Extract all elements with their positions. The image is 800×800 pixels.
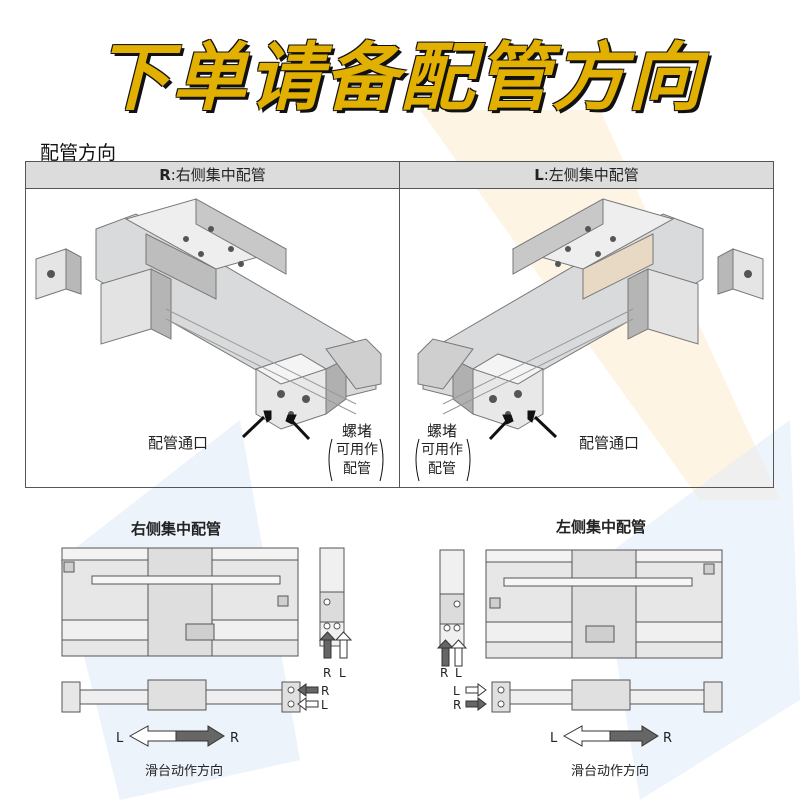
plug-note-left: 螺堵 可用作 配管	[414, 422, 470, 479]
direction-table: R:右侧集中配管 L:左侧集中配管	[25, 161, 774, 488]
slide-illustration-left	[415, 198, 764, 482]
diagram-title-left: 左侧集中配管	[556, 518, 647, 536]
left-dir-r: R	[663, 731, 673, 746]
left-code: L	[534, 166, 544, 184]
slide-illustration-right	[35, 198, 384, 482]
plug-note-line3: 配管	[428, 461, 456, 477]
right-r-label-top: R	[323, 666, 332, 680]
table-header: R:右侧集中配管 L:左侧集中配管	[26, 162, 773, 189]
banner-title: 下单请备配管方向	[96, 35, 704, 121]
plug-note-line2: 可用作	[336, 442, 378, 458]
right-l-label-side: L	[321, 698, 328, 712]
port-label-left: 配管通口	[579, 434, 640, 452]
right-l-label-top: L	[339, 666, 346, 680]
right-r-label-side: R	[321, 684, 330, 698]
section-title: 配管方向	[40, 142, 117, 164]
plug-note-line2: 可用作	[421, 442, 463, 458]
left-l-label-top: L	[455, 666, 462, 680]
diagram-title-right: 右侧集中配管	[131, 520, 222, 538]
right-dir-l: L	[116, 731, 124, 746]
left-label: :左侧集中配管	[543, 166, 639, 184]
header-right-option: R:右侧集中配管	[26, 162, 399, 188]
column-divider	[399, 162, 400, 487]
right-dir-r: R	[230, 731, 240, 746]
left-r-label-side: R	[453, 698, 462, 712]
plug-note-line3: 配管	[343, 461, 371, 477]
header-left-option: L:左侧集中配管	[400, 162, 773, 188]
top-view-left	[436, 549, 723, 747]
top-view-right	[61, 547, 353, 747]
left-l-label-side: L	[453, 684, 460, 698]
right-label: :右侧集中配管	[170, 166, 266, 184]
plug-note-line1: 螺堵	[341, 422, 372, 440]
plug-note-right: 螺堵 可用作 配管	[329, 422, 385, 479]
left-dir-l: L	[550, 731, 558, 746]
plug-note-line1: 螺堵	[426, 422, 457, 440]
left-r-label-top: R	[440, 666, 449, 680]
right-code: R	[159, 166, 171, 184]
right-caption: 滑台动作方向	[145, 764, 224, 779]
port-label-right: 配管通口	[148, 434, 209, 452]
left-caption: 滑台动作方向	[571, 764, 650, 779]
